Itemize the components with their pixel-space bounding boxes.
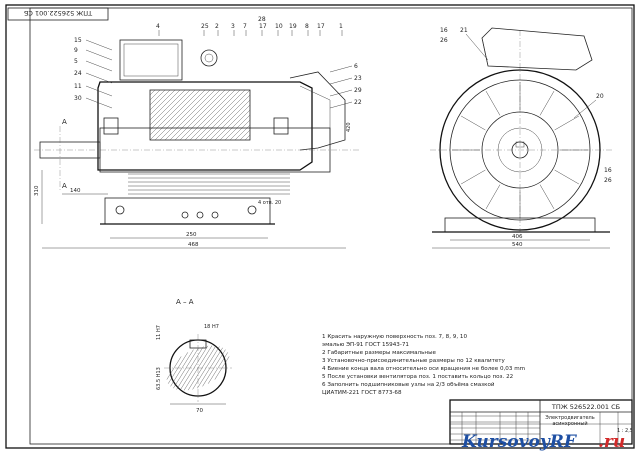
callout-left-4: 11 [74, 83, 82, 90]
dim-shaft-height: 140 [70, 188, 81, 194]
dim-foot-holes: 4 отв. 20 [258, 200, 281, 206]
dim-section-bottom: 70 [196, 408, 203, 414]
callout-top-2: 2 [215, 23, 219, 30]
callout-top-4: 7 [243, 23, 247, 30]
callout-top-1: 25 [201, 23, 209, 30]
section-view: А – А 18 H7 11 H7 63.5 H13 70 [156, 298, 232, 414]
dim-end-base: 406 [512, 234, 523, 240]
rotor [99, 127, 331, 173]
callout-top-5: 17 [259, 23, 267, 30]
callout-top-10: 1 [339, 23, 343, 30]
callout-top-7: 19 [289, 23, 297, 30]
dim-base-span: 250 [186, 232, 197, 238]
inner-frame [29, 7, 633, 445]
dim-right: 420 [346, 122, 352, 132]
callout-top-0: 4 [156, 23, 160, 30]
callout-left-0: 15 [74, 37, 82, 44]
section-title: А – А [176, 298, 194, 306]
end-shield [481, 111, 559, 189]
note-line-6: 6 Заполнить подшипниковые узлы на 2/3 об… [322, 381, 495, 388]
lifting-eye [200, 49, 218, 67]
callouts-right: 6 23 29 22 [329, 63, 362, 109]
note-line-3: 3 Установочно-присоединительные размеры … [322, 358, 506, 364]
callout-right-3: 22 [354, 99, 362, 106]
title-block-name-1: Электродвигатель [545, 415, 594, 421]
bearing-front [103, 117, 119, 135]
callout-right-1: 23 [354, 75, 362, 82]
end-view: 406 540 16 21 26 20 16 26 [430, 27, 612, 249]
section-mark-bottom: A [62, 182, 67, 190]
end-callout-top-1: 21 [460, 27, 468, 34]
stator-hatching [149, 89, 251, 141]
outer-frame [5, 4, 635, 449]
end-view-ribs [452, 82, 588, 218]
end-callout-right-top-0: 20 [596, 93, 604, 100]
title-block-name-2: асинхронный [552, 420, 587, 427]
watermark-logo: KursovoyRF .ru [461, 432, 625, 452]
callout-right-2: 29 [354, 87, 362, 94]
end-callout-right-bottom-0: 16 [604, 167, 612, 174]
cooling-fins [128, 173, 290, 195]
note-line-7: ЦИАТИМ-221 ГОСТ 8773-68 [322, 390, 402, 396]
callout-left-5: 30 [74, 95, 82, 102]
note-line-1: эмалью ЭП-91 ГОСТ 15943-71 [322, 342, 409, 348]
section-mark-top: A [62, 118, 67, 126]
dim-height: 310 [34, 185, 40, 196]
dim-key-depth: 11 H7 [156, 325, 162, 340]
note-line-5: 5 После установки вентилятора поз. 1 пос… [322, 374, 513, 380]
callout-right-0: 6 [354, 63, 358, 70]
technical-notes: 1 Красить наружную поверхность поз. 7, 8… [322, 334, 525, 396]
callout-top2-0: 28 [258, 16, 266, 23]
end-callout-right-bottom-1: 26 [604, 177, 612, 184]
dim-overall-length: 468 [188, 242, 199, 248]
callouts-top: 4 25 2 3 7 17 10 19 8 17 1 28 [156, 16, 343, 36]
watermark-brand: KursovoyRF [461, 432, 578, 452]
terminal-box [119, 39, 183, 81]
end-callouts: 16 21 26 20 16 26 [440, 27, 612, 184]
housing-outline [97, 81, 313, 171]
end-flange-outer [439, 69, 601, 231]
callout-left-3: 24 [74, 70, 82, 77]
end-callout-top-0: 16 [440, 27, 448, 34]
callout-top-6: 10 [275, 23, 283, 30]
title-block: ТПЖ 526522.001 СБ Электродвигатель асинх… [449, 399, 633, 445]
top-stamp-text: ТПЖ 526522.001 СБ [24, 9, 93, 17]
terminal-box-inner [123, 43, 179, 77]
watermark-tld: .ru [598, 432, 625, 452]
callout-left-1: 9 [74, 47, 78, 54]
bearing-rear [273, 117, 289, 135]
end-callout-left-0: 26 [440, 37, 448, 44]
end-terminal-box [481, 27, 593, 71]
title-block-code: ТПЖ 526522.001 СБ [551, 403, 620, 411]
motor-foot [104, 197, 271, 225]
end-flange-ring [449, 79, 591, 221]
dim-end-overall: 540 [512, 242, 523, 248]
callout-left-2: 5 [74, 58, 78, 65]
note-line-0: 1 Красить наружную поверхность поз. 7, 8… [322, 334, 467, 340]
dim-diameter: 63.5 H13 [156, 367, 162, 390]
dim-keyway-width: 18 H7 [204, 324, 219, 330]
callout-top-3: 3 [231, 23, 235, 30]
callout-top-8: 8 [305, 23, 309, 30]
callout-top-9: 17 [317, 23, 325, 30]
top-stamp-box [7, 7, 109, 21]
callouts-left: 15 9 5 24 11 30 [74, 37, 113, 109]
note-line-4: 4 Биение конца вала относительно оси вра… [322, 366, 525, 372]
fan-cowl [289, 71, 346, 151]
title-block-scale: 1 : 2,5 [617, 428, 633, 434]
note-line-2: 2 Габаритные размеры максимальные [322, 350, 436, 356]
